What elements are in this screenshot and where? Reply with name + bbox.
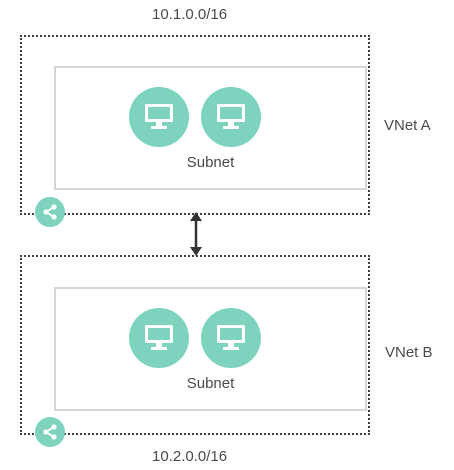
share-network-icon [35,197,65,227]
monitor-icon [129,308,189,368]
vnet-a-subnet: Subnet [54,66,367,190]
monitor-icon [201,308,261,368]
vnet-b-cidr: 10.2.0.0/16 [152,448,228,465]
double-arrow-icon [190,212,202,256]
vnet-a-subnet-label: Subnet [186,154,235,171]
vnet-b-label: VNet B [385,344,433,361]
vnet-a-label: VNet A [384,117,431,134]
monitor-icon [201,87,261,147]
vnet-b-box [20,255,370,435]
share-network-icon [35,417,65,447]
monitor-icon [129,87,189,147]
vnet-b-subnet: Subnet [54,287,367,411]
vnet-b-subnet-label: Subnet [186,375,235,392]
vnet-a-cidr: 10.1.0.0/16 [152,6,228,23]
